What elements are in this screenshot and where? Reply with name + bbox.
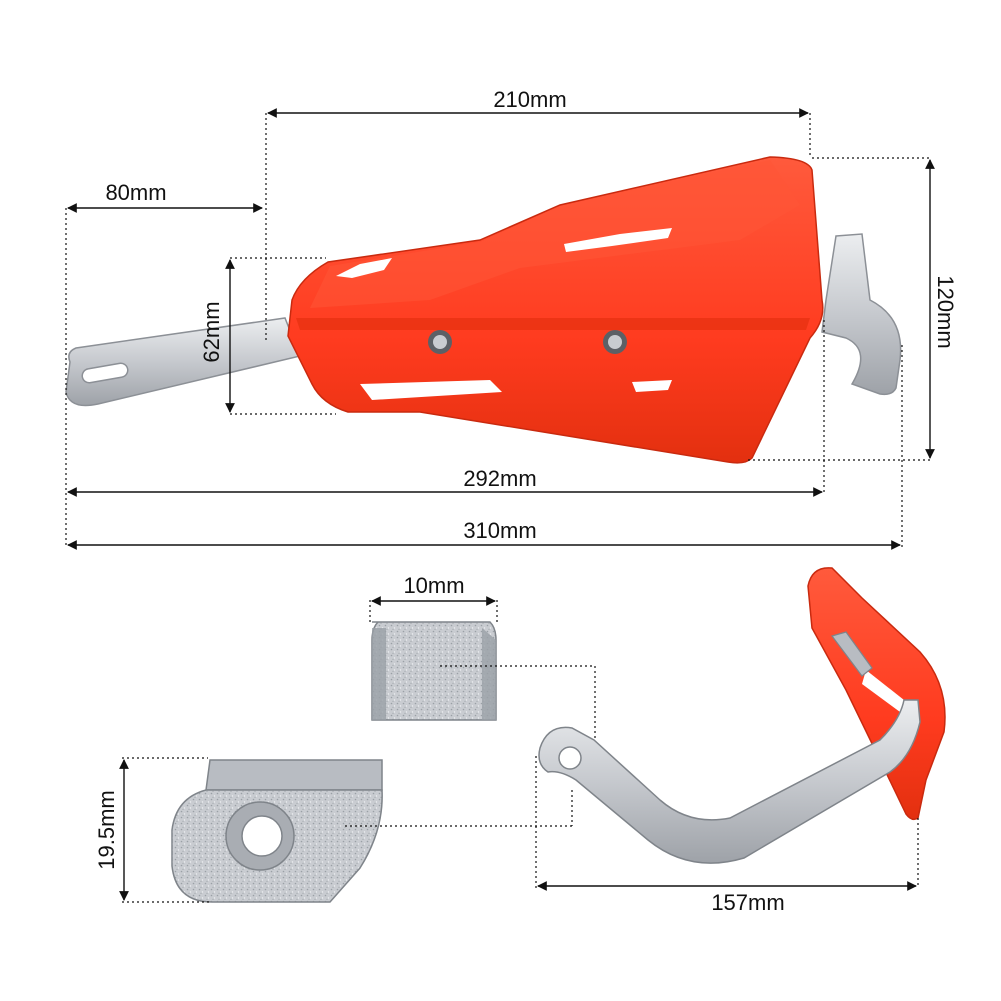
- guard-upper-facet: [310, 160, 800, 308]
- arm-slot: [81, 362, 129, 384]
- label-210mm: 210mm: [493, 87, 566, 112]
- bracket-dimension: [535, 756, 919, 891]
- bolt-icon: [603, 330, 627, 354]
- top-dimensions: [65, 108, 935, 550]
- label-80mm: 80mm: [105, 180, 166, 205]
- vent-top-right: [564, 228, 672, 252]
- label-292mm: 292mm: [463, 466, 536, 491]
- handguard-top-view: [65, 156, 902, 464]
- label-19-5mm: 19.5mm: [94, 790, 119, 869]
- bent-bracket-bar: [538, 699, 921, 864]
- label-120mm: 120mm: [933, 275, 958, 348]
- bar-cross-section: [371, 621, 497, 721]
- mount-dimension: [119, 757, 573, 903]
- vent-bottom-short: [632, 380, 672, 392]
- label-310mm: 310mm: [463, 518, 536, 543]
- label-157mm: 157mm: [711, 890, 784, 915]
- bar-dimension: [369, 596, 596, 745]
- label-10mm: 10mm: [403, 573, 464, 598]
- vent-top-left: [336, 258, 392, 278]
- right-mount-bracket: [821, 233, 902, 396]
- guard-ridge: [296, 318, 810, 330]
- bolt-icon: [428, 330, 452, 354]
- vent-bottom-long: [360, 380, 502, 400]
- mount-end-block: [171, 759, 383, 903]
- bracket-hole: [558, 746, 582, 770]
- bracket-side-view: [538, 567, 946, 864]
- left-mount-arm: [65, 317, 302, 407]
- label-62mm: 62mm: [199, 301, 224, 362]
